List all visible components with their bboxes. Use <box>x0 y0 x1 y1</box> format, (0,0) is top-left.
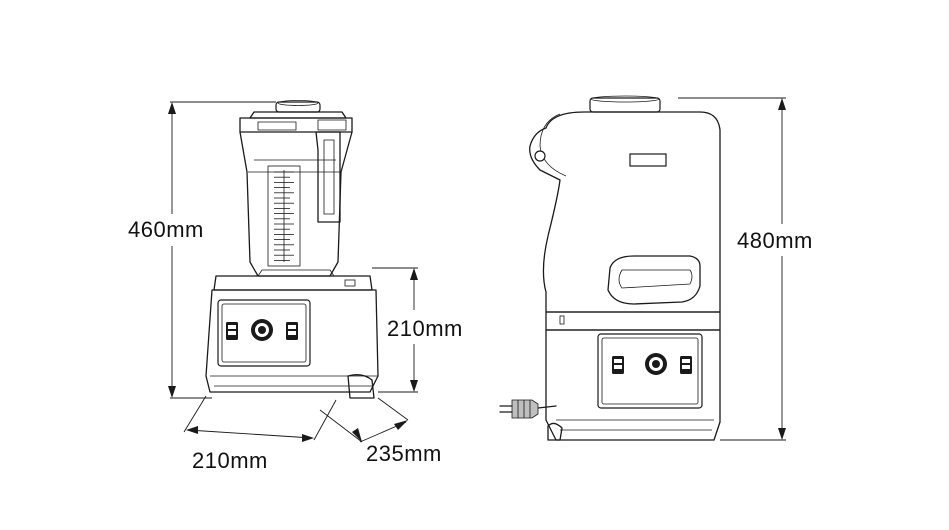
dim-label-side-height: 480mm <box>737 228 813 253</box>
hood-label-plate <box>629 153 667 167</box>
dimension-lines-side <box>678 97 786 441</box>
dim-label-base-height: 210mm <box>387 316 463 341</box>
lid-cap <box>249 100 347 119</box>
control-panel-front <box>217 299 311 367</box>
power-cord-icon <box>499 399 557 419</box>
dim-label-base-width: 210mm <box>192 448 268 473</box>
side-motor-base <box>545 329 721 441</box>
jug-handle <box>315 131 341 223</box>
sound-cover-hood <box>529 111 721 313</box>
dimension-lines-front <box>168 101 418 443</box>
motor-base <box>205 289 379 393</box>
base-top <box>213 275 373 291</box>
side-view-blender <box>499 95 721 441</box>
measurement-scale <box>267 165 301 267</box>
front-view-blender <box>205 100 379 399</box>
top-cap <box>589 97 661 113</box>
dim-label-front-height: 460mm <box>128 217 204 242</box>
hood-handle <box>607 255 701 305</box>
jug-body <box>239 131 353 277</box>
dim-label-base-depth: 235mm <box>366 441 442 466</box>
control-panel-side <box>597 333 703 409</box>
